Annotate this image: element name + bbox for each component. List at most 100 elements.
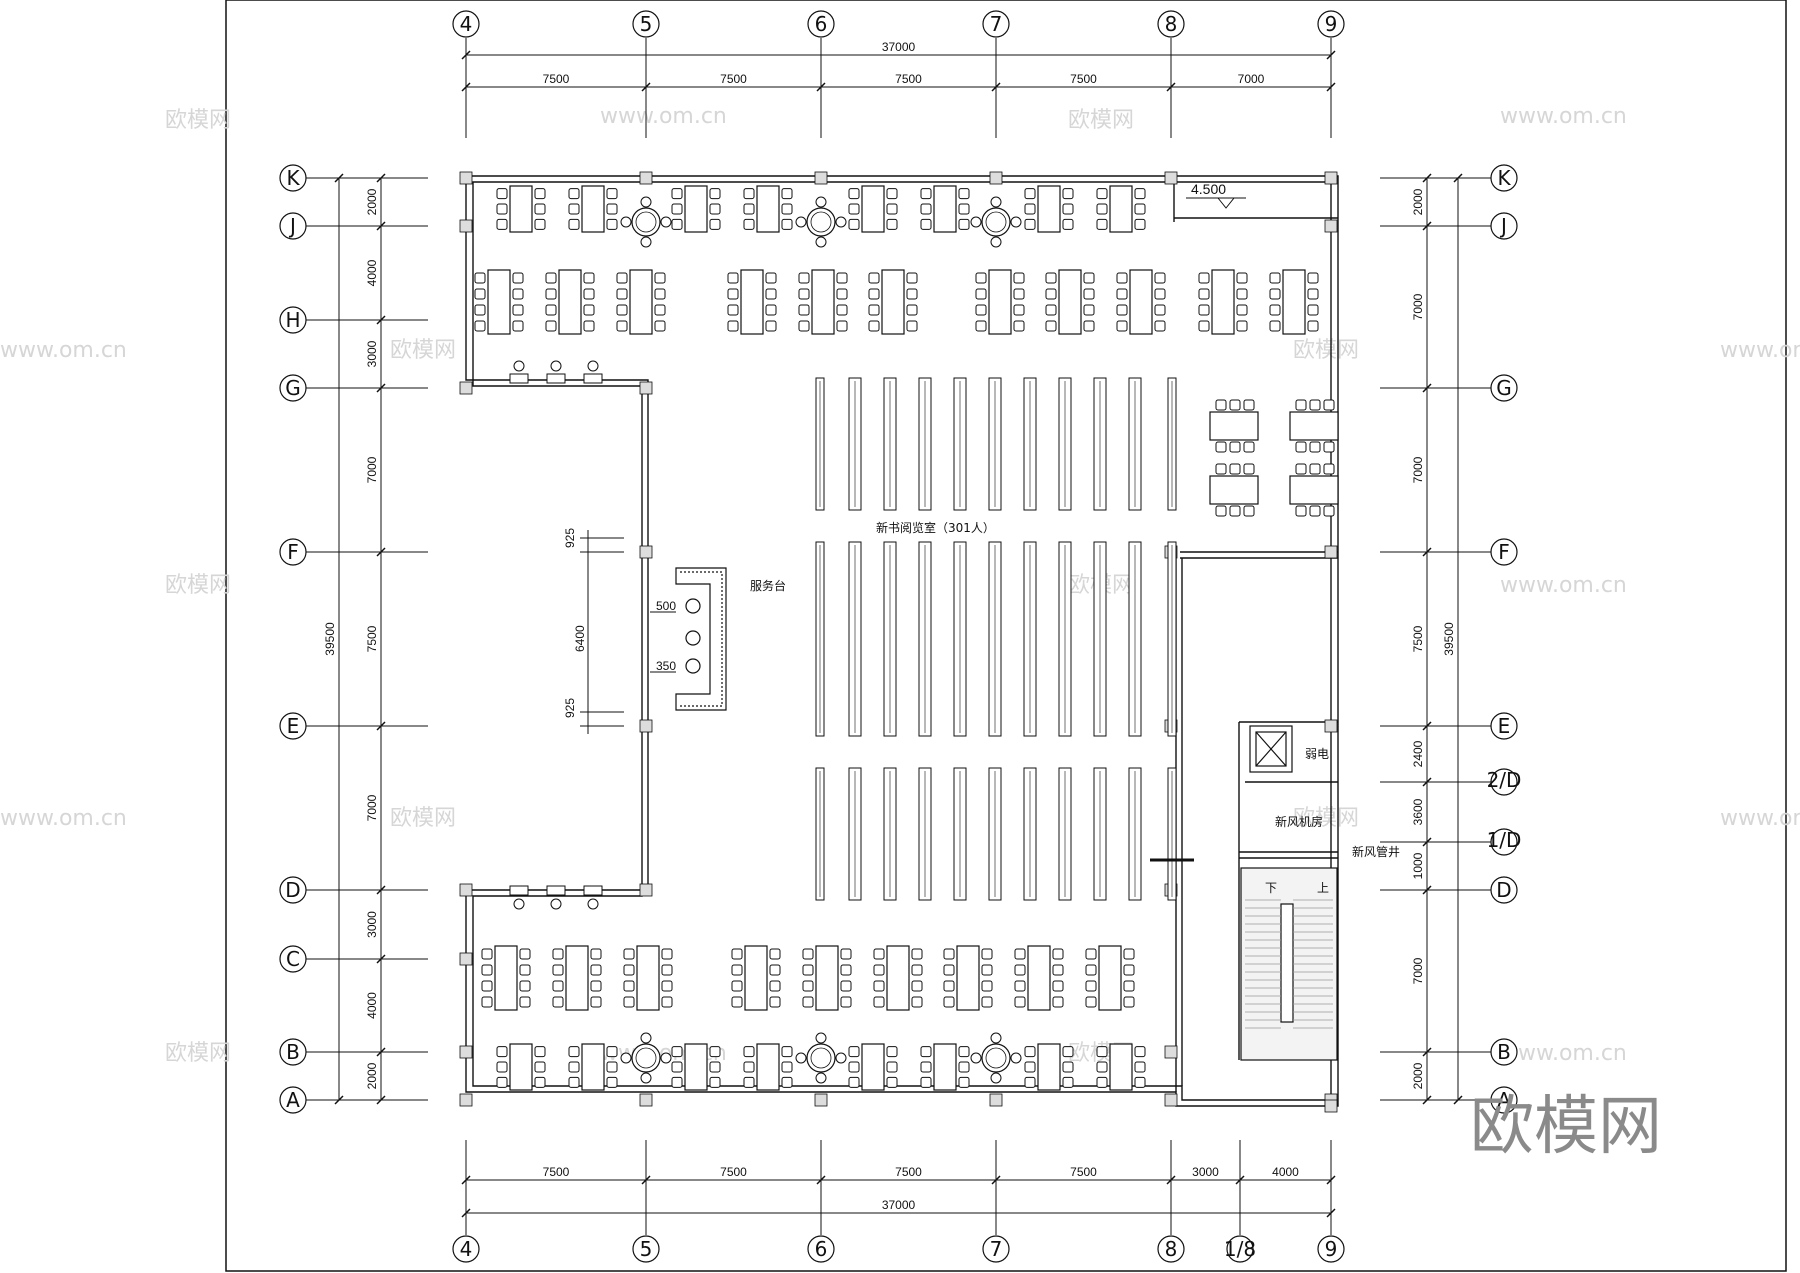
- chair: [943, 964, 955, 976]
- table-top: [1289, 411, 1339, 441]
- table-top: [509, 185, 533, 233]
- dim-left-span-text: 7000: [365, 794, 379, 821]
- axis-bubble-bottom-5: [632, 1235, 660, 1263]
- dim-top-total-tick: [1326, 50, 1336, 60]
- chair: [1013, 288, 1025, 300]
- bookshelf: [1093, 541, 1107, 737]
- axis-label-left-H: H: [285, 308, 300, 332]
- chair: [519, 980, 531, 992]
- bookshelf: [1128, 377, 1142, 511]
- column: [459, 883, 473, 897]
- chair: [769, 980, 781, 992]
- chair: [513, 360, 525, 372]
- axis-label-top-9: 9: [1325, 12, 1338, 36]
- axis-label-bottom-8: 8: [1165, 1237, 1178, 1261]
- table-top: [1109, 185, 1133, 233]
- chair: [654, 320, 666, 332]
- chair: [512, 320, 524, 332]
- reading-table: [623, 945, 673, 1011]
- dim-left-span-text: 3000: [365, 340, 379, 367]
- table-top: [933, 185, 957, 233]
- bookshelf: [918, 541, 932, 737]
- table-top: [756, 1043, 780, 1091]
- chair: [1014, 964, 1026, 976]
- chair: [1323, 505, 1335, 517]
- table-top: [956, 945, 980, 1011]
- chair: [640, 196, 652, 208]
- fresh-air-room-label: 新风机房: [1275, 814, 1323, 829]
- reading-table: [943, 945, 993, 1011]
- chair: [606, 188, 618, 200]
- reading-table: [568, 1043, 618, 1091]
- chair: [1052, 980, 1064, 992]
- drawing-frame: [225, 0, 1787, 1272]
- reading-table: [1045, 269, 1095, 335]
- chair: [590, 964, 602, 976]
- chair: [568, 188, 580, 200]
- axis-label-left-G: G: [285, 376, 301, 400]
- chair: [906, 304, 918, 316]
- chair: [583, 288, 595, 300]
- chair: [1215, 463, 1227, 475]
- chair: [795, 216, 807, 228]
- dim-top-span-text: 7500: [895, 72, 922, 86]
- chair: [568, 1076, 580, 1088]
- chair: [798, 320, 810, 332]
- table-top: [1209, 475, 1259, 505]
- reading-table: [802, 945, 852, 1011]
- chair: [496, 1076, 508, 1088]
- watermark-url: www.om.cn: [1720, 338, 1800, 363]
- chair: [990, 1032, 1002, 1044]
- axis-label-left-C: C: [286, 947, 300, 971]
- reading-table: [743, 185, 793, 233]
- chair: [1154, 320, 1166, 332]
- chair: [802, 964, 814, 976]
- dim-right-span-tick: [1422, 1047, 1432, 1057]
- chair: [1243, 505, 1255, 517]
- table-top: [881, 269, 905, 335]
- chair: [1134, 1076, 1146, 1088]
- chair: [534, 1046, 546, 1058]
- chair: [781, 1046, 793, 1058]
- table-top: [1027, 945, 1051, 1011]
- chair: [727, 304, 739, 316]
- dim-left-span-tick: [376, 315, 386, 325]
- reading-table: [1014, 945, 1064, 1011]
- bookshelf: [1093, 767, 1107, 901]
- chair: [906, 320, 918, 332]
- chair: [1269, 272, 1281, 284]
- column: [459, 381, 473, 395]
- chair: [1154, 288, 1166, 300]
- chair: [1116, 272, 1128, 284]
- computer-desk: [509, 360, 529, 384]
- table-top: [509, 1043, 533, 1091]
- column: [639, 883, 653, 897]
- dim-bottom-span-tick: [1166, 1175, 1176, 1185]
- dim-bottom-span-tick: [816, 1175, 826, 1185]
- dim-bottom-total-tick: [1326, 1208, 1336, 1218]
- chair: [802, 980, 814, 992]
- dim-left-span-text: 3000: [365, 911, 379, 938]
- chair: [911, 996, 923, 1008]
- column: [1324, 219, 1338, 233]
- chair: [1013, 320, 1025, 332]
- chair: [1154, 272, 1166, 284]
- axis-label-left-K: K: [286, 166, 300, 190]
- axis-bubble-top-4: [452, 10, 480, 38]
- chair: [958, 1046, 970, 1058]
- reading-table: [671, 185, 721, 233]
- reading-table: [1024, 1043, 1074, 1091]
- column: [1164, 171, 1178, 185]
- weak-current-label: 弱电: [1305, 747, 1329, 761]
- dim-left-total-text: 39500: [323, 622, 337, 656]
- chair: [1013, 272, 1025, 284]
- dim-left-span-text: 7500: [365, 625, 379, 652]
- stair-up-label: 上: [1317, 881, 1329, 895]
- chair: [873, 948, 885, 960]
- watermark-logo-small: 欧模网: [390, 338, 456, 363]
- chair: [781, 218, 793, 230]
- reading-table: [920, 1043, 970, 1091]
- core-rooms: [1150, 725, 1338, 1061]
- stair-down-label: 下: [1265, 881, 1277, 895]
